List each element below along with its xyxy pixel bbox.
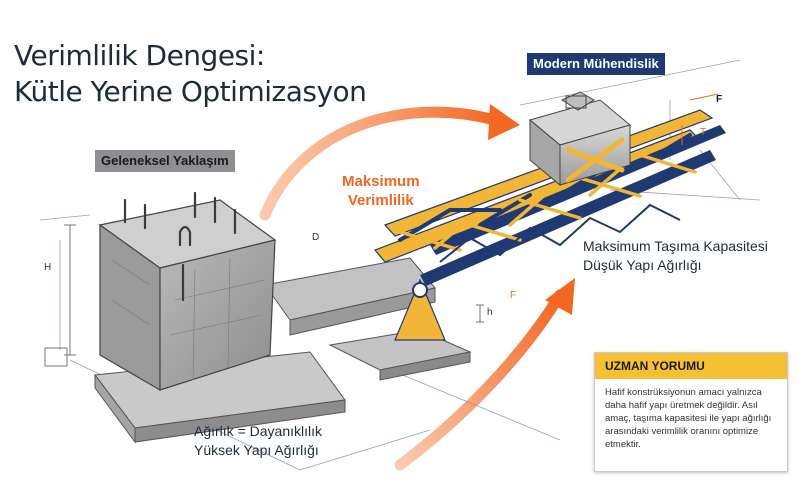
force-label-top: F — [716, 94, 722, 105]
traditional-approach-label: Geleneksel Yaklaşım — [95, 150, 235, 172]
arrow-top-curved — [259, 104, 520, 221]
expert-comment-title: UZMAN YORUMU — [595, 353, 787, 379]
pedestal-dimension-marks — [476, 304, 484, 323]
pedestal-height-label: h — [487, 307, 493, 318]
truss-height-label: T — [700, 127, 706, 138]
title-line-1: Verimlilik Dengesi: — [14, 39, 265, 72]
efficiency-line-2: Verimlilik — [347, 192, 414, 209]
traditional-caption-line-1: Ağırlık = Dayanıklılık — [194, 423, 322, 439]
modern-engineering-label: Modern Mühendislik — [527, 53, 665, 75]
beam-length-label: D — [312, 232, 319, 243]
expert-comment-body: Hafif konstrüksiyonun amacı yalnızca dah… — [605, 387, 772, 450]
arrow-bottom-curved — [394, 278, 575, 471]
efficiency-line-1: Maksimum — [342, 173, 420, 190]
max-efficiency-label: Maksimum Verimlilik — [342, 172, 420, 210]
traditional-caption-line-2: Yüksek Yapı Ağırlığı — [194, 442, 319, 458]
page-title: Verimlilik Dengesi: Kütle Yerine Optimiz… — [14, 38, 367, 110]
truss-support — [328, 278, 472, 381]
modern-caption-line-2: Düşük Yapı Ağırlığı — [583, 257, 702, 273]
steel-load-block — [528, 91, 632, 187]
block-height-label: H — [44, 262, 51, 273]
concrete-block — [98, 191, 277, 392]
concrete-beam — [264, 257, 436, 336]
expert-comment-card: UZMAN YORUMU Hafif konstrüksiyonun amacı… — [594, 352, 788, 472]
modern-caption-line-1: Maksimum Taşıma Kapasitesi — [583, 238, 768, 254]
title-line-2: Kütle Yerine Optimizasyon — [14, 75, 367, 108]
modern-caption: Maksimum Taşıma Kapasitesi Düşük Yapı Ağ… — [583, 237, 768, 275]
truss-dimension-marks — [681, 93, 719, 145]
block-dimension-marks — [44, 224, 76, 367]
force-label-bottom: F — [510, 290, 516, 301]
traditional-caption: Ağırlık = Dayanıklılık Yüksek Yapı Ağırl… — [194, 422, 322, 460]
